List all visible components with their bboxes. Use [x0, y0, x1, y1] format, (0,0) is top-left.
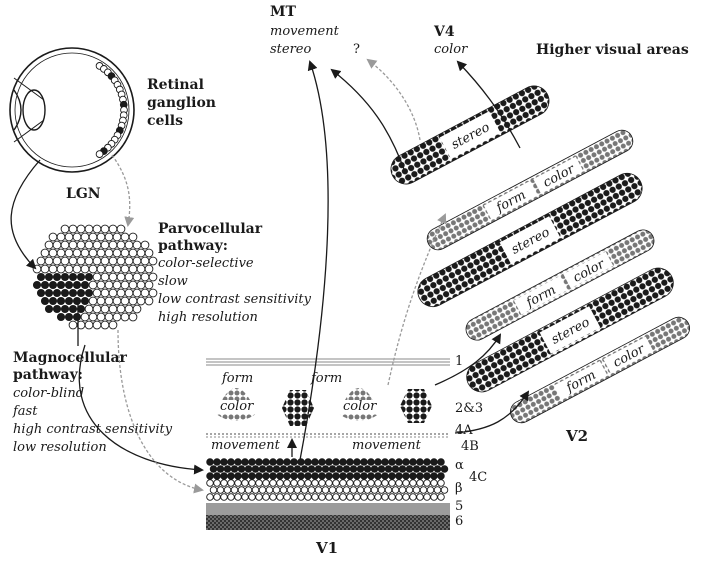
rgc-label-line2: ganglion [147, 95, 216, 111]
layer-label-1: 1 [455, 354, 464, 369]
mt-title: MT [270, 4, 296, 20]
parvo-item: color-selective [158, 256, 254, 271]
v2-stripe-3: stereo [417, 172, 643, 308]
arrow-v2-to-question [366, 58, 421, 141]
v1-title: V1 [316, 539, 339, 557]
layer-label-6: 6 [455, 514, 464, 529]
rgc-label-line1: Retinal [147, 77, 204, 93]
v1-movement-label: movement [352, 438, 421, 453]
higher-visual-areas-label: Higher visual areas [536, 42, 689, 58]
arrow-v2-to-v4 [456, 60, 521, 149]
v1-cortex [206, 358, 450, 530]
v2-stripes: stereoformcolorstereoformcolorstereoform… [390, 85, 690, 424]
v1-form-label: form [222, 371, 254, 386]
v1-color-label: color [220, 399, 254, 414]
blob-color-1 [213, 388, 258, 421]
parvo-title-line1: Parvocellular [158, 221, 263, 237]
parvo-item: low contrast sensitivity [158, 292, 311, 307]
arrow-magno-to-v1 [78, 344, 204, 475]
layer-label-5: 5 [455, 499, 464, 514]
layer-1-lines [206, 358, 450, 366]
interblob-form-2 [400, 389, 432, 423]
layer-label-beta: β [455, 481, 463, 496]
rgc-label-line3: cells [147, 113, 183, 129]
arrow-v1-to-mt [299, 60, 329, 461]
v4-color-label: color [434, 42, 468, 57]
magno-item: high contrast sensitivity [13, 422, 173, 437]
magno-title-line1: Magnocellular [13, 350, 127, 366]
v2-stripe-5: stereo [466, 267, 674, 393]
v2-title: V2 [566, 427, 589, 445]
v4-title: V4 [434, 24, 455, 40]
layer-6-band [206, 515, 450, 530]
arrow-retina-to-lgn [10, 159, 41, 270]
layer-label-4b: 4B [461, 439, 479, 454]
v1-form-label: form [311, 371, 343, 386]
parvo-item: high resolution [158, 310, 258, 325]
arrow-v2-to-mt [330, 68, 406, 173]
arrow-parvo-to-v1 [117, 329, 204, 494]
v1-movement-label: movement [211, 438, 280, 453]
interblob-form-1 [282, 390, 314, 426]
magno-item: color-blind [13, 386, 85, 401]
mt-movement-label: movement [270, 24, 339, 39]
magno-item: low resolution [13, 440, 107, 455]
lgn-cell-cluster [32, 224, 158, 330]
retinal-ganglion-cells [95, 62, 128, 158]
arrow-retina-to-lgn-gray [111, 154, 135, 227]
arrow-v1-to-upper-gray [387, 213, 447, 386]
layer-label-4a: 4A [455, 423, 473, 438]
magno-item: fast [13, 404, 38, 419]
eye-illustration [9, 47, 135, 173]
parvo-title-line2: pathway: [158, 238, 228, 254]
parvo-item: slow [158, 274, 188, 289]
eye-lens [13, 77, 46, 143]
layer-label-2and3: 2&3 [455, 401, 484, 416]
arrow-v1-to-v2-lower [454, 390, 530, 434]
layer-5-band [206, 503, 450, 515]
blob-color-2 [336, 388, 381, 421]
layer-label-alpha: α [455, 458, 464, 473]
v2-stripe-1: stereo [390, 85, 550, 185]
layer-4c-alpha-cells [206, 458, 449, 480]
layer-label-4c: 4C [469, 470, 488, 485]
magno-title-line2: pathway: [13, 367, 83, 383]
question-mark: ? [353, 42, 360, 57]
pathway-arrows [10, 58, 530, 494]
v1-color-label: color [343, 399, 377, 414]
lgn-label: LGN [66, 186, 101, 202]
mt-stereo-label: stereo [270, 42, 312, 57]
layer-4c-beta-cells [206, 479, 449, 501]
arrow-v1-to-v2-upper [434, 333, 502, 386]
